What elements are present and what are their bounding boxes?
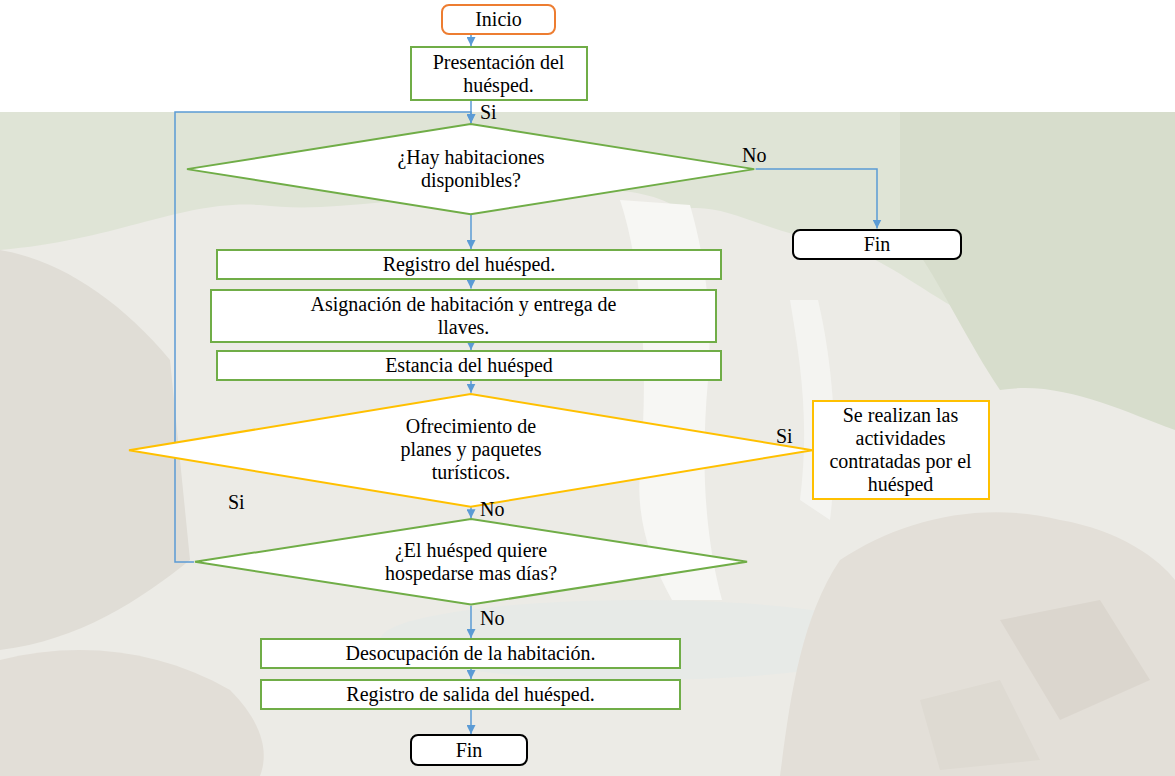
flow-arrow — [470, 381, 472, 393]
branch-label: No — [480, 608, 504, 628]
flow-arrow — [470, 710, 472, 734]
boulder — [920, 680, 1040, 770]
node-text: Se realizan las actividades contratadas … — [821, 404, 981, 496]
node-text: ¿Hay habitaciones disponibles? — [371, 146, 571, 192]
process-box: Registro de salida del huésped. — [260, 679, 681, 710]
boulder — [1000, 600, 1150, 720]
node-text: Fin — [864, 233, 891, 256]
node-text: Inicio — [475, 8, 522, 31]
flow-arrow — [470, 606, 472, 638]
diamond-shape — [195, 519, 747, 605]
process-box: Registro del huésped. — [216, 249, 722, 280]
process-box: Asignación de habitación y entrega de ll… — [210, 289, 717, 343]
rocks-left — [0, 650, 264, 776]
flow-arrow — [470, 35, 472, 46]
branch-label: Si — [228, 492, 245, 512]
activity-box: Se realizan las actividades contratadas … — [812, 400, 990, 500]
decision-diamond: Ofrecimiento de planes y paquetes turíst… — [128, 393, 813, 508]
branch-label: Si — [776, 426, 793, 446]
flow-arrow — [470, 280, 472, 289]
node-text: Asignación de habitación y entrega de ll… — [294, 293, 634, 339]
node-text: ¿El huésped quiere hospedarse mas días? — [381, 539, 561, 585]
end-terminal: Fin — [410, 734, 528, 766]
flow-arrow — [756, 169, 877, 229]
branch-label: No — [742, 145, 766, 165]
start-terminal: Inicio — [441, 4, 556, 35]
node-text: Estancia del huésped — [385, 354, 553, 377]
flow-arrow — [470, 215, 472, 249]
end-terminal: Fin — [792, 229, 962, 260]
flow-arrow — [470, 507, 472, 518]
node-text: Ofrecimiento de planes y paquetes turíst… — [386, 415, 556, 484]
process-box: Presentación del huésped. — [410, 46, 588, 101]
node-text: Desocupación de la habitación. — [346, 642, 596, 665]
branch-label: No — [480, 499, 504, 519]
photo-ground — [0, 112, 1175, 776]
branch-label: Si — [480, 102, 497, 122]
node-text: Registro del huésped. — [383, 253, 556, 276]
foliage-right — [900, 112, 1175, 430]
diamond-shape — [187, 124, 754, 214]
decision-diamond: ¿Hay habitaciones disponibles? — [186, 123, 755, 215]
flow-arrow — [470, 343, 472, 351]
flow-arrow — [470, 669, 472, 679]
process-box: Desocupación de la habitación. — [260, 638, 681, 669]
node-text: Registro de salida del huésped. — [346, 683, 594, 706]
decision-diamond: ¿El huésped quiere hospedarse mas días? — [194, 518, 748, 606]
process-box: Estancia del huésped — [216, 350, 722, 381]
node-text: Fin — [456, 739, 483, 762]
node-text: Presentación del huésped. — [419, 51, 579, 97]
diamond-shape — [129, 394, 812, 507]
rocks-right — [780, 512, 1175, 776]
